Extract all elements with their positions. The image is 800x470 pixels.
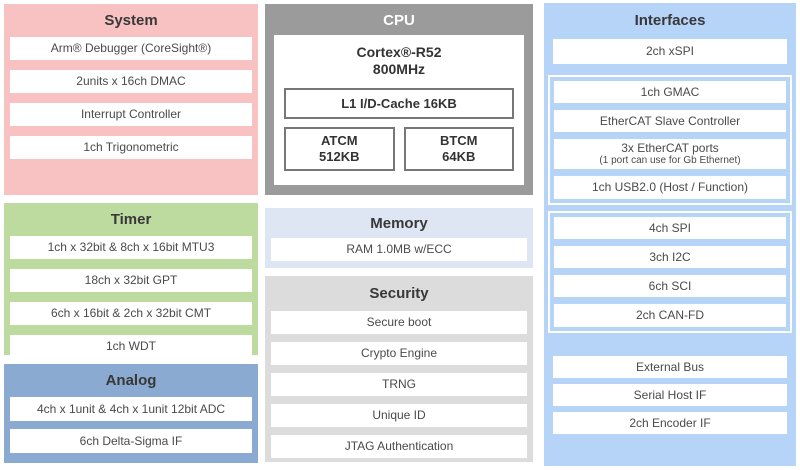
panel-interfaces: Interfaces 2ch xSPI 1ch GMAC EtherCAT Sl…: [544, 3, 796, 466]
cpu-core-block: Cortex®-R52 800MHz L1 I/D-Cache 16KB ATC…: [274, 35, 524, 185]
btcm-name: BTCM: [439, 133, 478, 148]
system-item-trigonometric: 1ch Trigonometric: [10, 136, 252, 159]
panel-interfaces-title: Interfaces: [634, 12, 706, 29]
interfaces-serial-group: 4ch SPI 3ch I2C 6ch SCI 2ch CAN-FD: [548, 211, 792, 333]
system-item-interrupt-controller: Interrupt Controller: [10, 103, 252, 126]
timer-item-mtu3: 1ch x 32bit & 8ch x 16bit MTU3: [10, 236, 252, 259]
system-item-arm-debugger: Arm® Debugger (CoreSight®): [10, 37, 252, 60]
interfaces-network-group: 1ch GMAC EtherCAT Slave Controller 3x Et…: [548, 75, 792, 205]
cpu-atcm-box: ATCM 512KB: [284, 127, 395, 171]
timer-item-wdt: 1ch WDT: [10, 335, 252, 355]
panel-memory-title: Memory: [370, 215, 428, 232]
interfaces-item-serial-host: Serial Host IF: [553, 384, 787, 406]
interfaces-item-i2c: 3ch I2C: [554, 246, 786, 268]
panel-system-title: System: [104, 12, 158, 29]
panel-memory: Memory RAM 1.0MB w/ECC: [265, 208, 533, 268]
panel-cpu: CPU Cortex®-R52 800MHz L1 I/D-Cache 16KB…: [265, 4, 533, 195]
interfaces-item-ethercat-ports: 3x EtherCAT ports (1 port can use for Gb…: [554, 139, 786, 169]
panel-timer-title: Timer: [110, 211, 152, 228]
panel-security-title: Security: [369, 285, 429, 302]
interfaces-item-spi: 4ch SPI: [554, 217, 786, 239]
security-item-jtag-auth: JTAG Authentication: [271, 435, 527, 458]
security-item-unique-id: Unique ID: [271, 404, 527, 427]
security-item-crypto-engine: Crypto Engine: [271, 342, 527, 365]
btcm-size: 64KB: [442, 149, 476, 164]
interfaces-spacer: [544, 339, 796, 356]
interfaces-item-gmac: 1ch GMAC: [554, 81, 786, 103]
cpu-tcm-row: ATCM 512KB BTCM 64KB: [284, 127, 514, 171]
ethercat-ports-label: 3x EtherCAT ports: [621, 141, 719, 155]
interfaces-item-ethercat-slave: EtherCAT Slave Controller: [554, 110, 786, 132]
interfaces-item-encoder: 2ch Encoder IF: [553, 412, 787, 434]
interfaces-item-xspi: 2ch xSPI: [553, 39, 787, 64]
cpu-core-frequency: 800MHz: [372, 61, 426, 77]
cpu-core-name: Cortex®-R52 800MHz: [274, 44, 524, 78]
analog-item-delta-sigma: 6ch Delta-Sigma IF: [10, 429, 252, 453]
timer-item-gpt: 18ch x 32bit GPT: [10, 269, 252, 292]
security-item-secure-boot: Secure boot: [271, 311, 527, 334]
panel-analog-title: Analog: [105, 372, 157, 389]
memory-item-ram: RAM 1.0MB w/ECC: [271, 238, 527, 261]
panel-timer: Timer 1ch x 32bit & 8ch x 16bit MTU3 18c…: [4, 203, 258, 355]
atcm-name: ATCM: [320, 133, 358, 148]
cpu-l1-cache-box: L1 I/D-Cache 16KB: [284, 88, 514, 119]
ethercat-ports-note: (1 port can use for Gb Ethernet): [599, 155, 741, 166]
security-item-trng: TRNG: [271, 373, 527, 396]
panel-security: Security Secure boot Crypto Engine TRNG …: [265, 276, 533, 462]
cpu-btcm-box: BTCM 64KB: [403, 127, 514, 171]
panel-system: System Arm® Debugger (CoreSight®) 2units…: [4, 4, 258, 195]
timer-item-cmt: 6ch x 16bit & 2ch x 32bit CMT: [10, 302, 252, 325]
system-item-dmac: 2units x 16ch DMAC: [10, 70, 252, 93]
interfaces-item-external-bus: External Bus: [553, 356, 787, 378]
interfaces-item-canfd: 2ch CAN-FD: [554, 304, 786, 327]
atcm-size: 512KB: [319, 149, 360, 164]
panel-cpu-title: CPU: [383, 12, 415, 29]
cpu-core-model: Cortex®-R52: [356, 44, 442, 60]
panel-analog: Analog 4ch x 1unit & 4ch x 1unit 12bit A…: [4, 364, 258, 463]
analog-item-adc: 4ch x 1unit & 4ch x 1unit 12bit ADC: [10, 397, 252, 421]
interfaces-item-usb: 1ch USB2.0 (Host / Function): [554, 176, 786, 199]
interfaces-item-sci: 6ch SCI: [554, 275, 786, 297]
